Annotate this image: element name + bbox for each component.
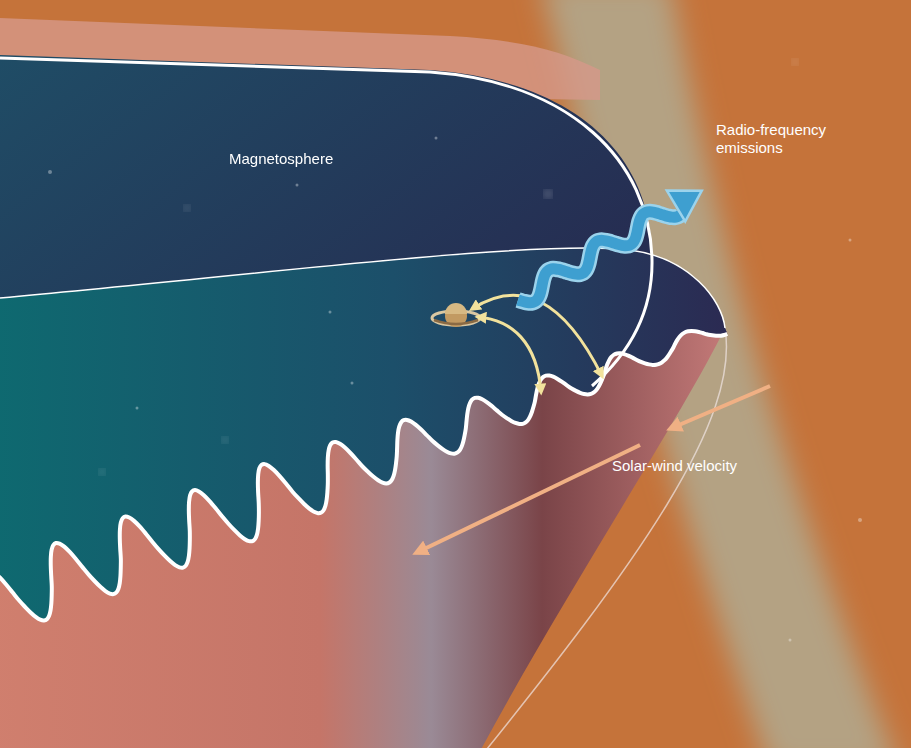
illustration-label: Solar-wind velocity [612, 457, 737, 475]
illustration-label: Radio-frequency emissions [716, 121, 856, 157]
wave-boundary [0, 331, 727, 621]
radio-arrowhead [667, 191, 702, 222]
radio-wave-outline [518, 212, 681, 303]
radio-wave [518, 212, 681, 303]
plane-edge [0, 248, 725, 328]
illustration-label: Magnetosphere [229, 150, 333, 168]
equatorial-plane [0, 248, 727, 620]
magnetopause-line [0, 58, 652, 386]
magnetosphere-region [0, 55, 727, 621]
